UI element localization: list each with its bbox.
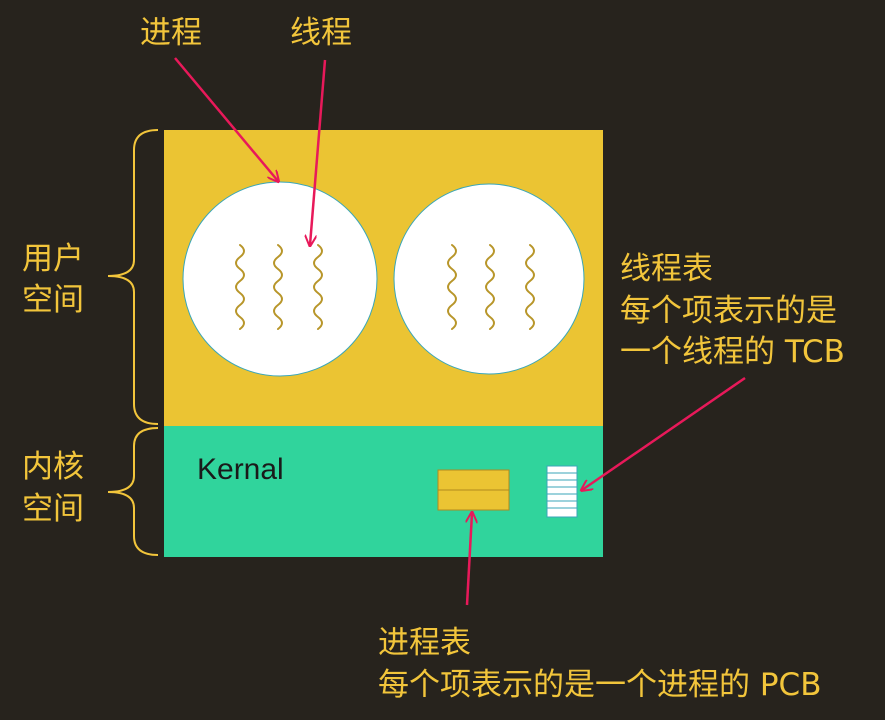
thread-wave <box>525 244 535 330</box>
thread-arrow <box>310 59 327 245</box>
thread-wave <box>447 244 457 330</box>
process-arrow <box>174 57 278 181</box>
process-circle-2 <box>393 183 585 375</box>
thread-table-desc-line2: 一个线程的 TCB <box>620 334 845 370</box>
thread-label: 线程 <box>290 15 352 51</box>
kernel-space-label-line1: 内核 <box>22 449 84 485</box>
process-table-box <box>437 469 510 511</box>
kernel-space-label-line2: 空间 <box>22 491 84 527</box>
user-space-label-line1: 用户 <box>22 241 84 277</box>
thread-wave <box>273 244 283 330</box>
thread-table-box <box>546 465 578 518</box>
thread-table-desc-line1: 每个项表示的是 <box>620 293 837 329</box>
thread-wave <box>313 244 323 330</box>
thread-wave <box>235 244 245 330</box>
user-space-label-line2: 空间 <box>22 282 84 318</box>
thread-wave <box>485 244 495 330</box>
kernel-space-block <box>164 426 603 557</box>
process-table-arrow <box>467 513 472 606</box>
thread-table-title: 线程表 <box>620 251 713 287</box>
process-table-desc: 每个项表示的是一个进程的 PCB <box>378 667 822 703</box>
kernel-space-bracket <box>107 427 159 556</box>
thread-table-arrow <box>582 376 746 490</box>
user-space-bracket <box>107 129 159 425</box>
process-label: 进程 <box>140 15 202 51</box>
process-table-title: 进程表 <box>378 625 471 661</box>
kernel-label: Kernal <box>197 453 284 486</box>
